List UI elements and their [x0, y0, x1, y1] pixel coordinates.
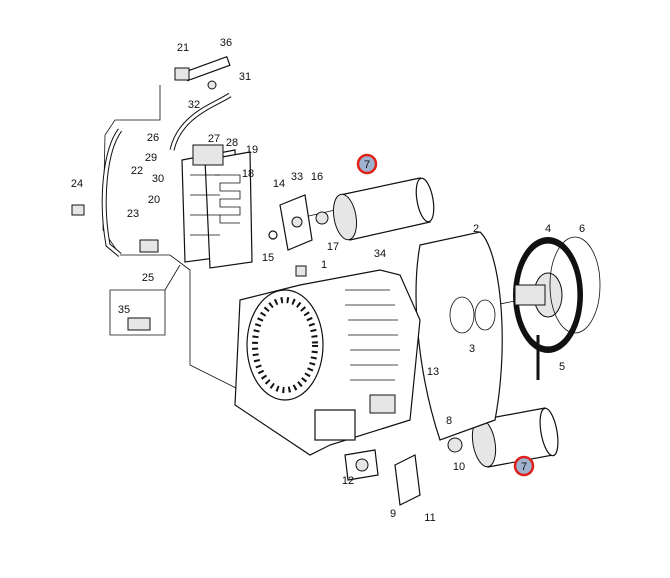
callout-34: 34 [374, 248, 386, 260]
callout-35: 35 [118, 304, 130, 316]
highlight-circle [356, 153, 378, 175]
callout-24: 24 [71, 178, 83, 190]
callout-10: 10 [453, 461, 465, 473]
callout-9: 9 [390, 508, 396, 520]
callout-27: 27 [208, 133, 220, 145]
callout-36: 36 [220, 37, 232, 49]
callout-33: 33 [291, 171, 303, 183]
callout-1: 1 [321, 259, 327, 271]
callout-28: 28 [226, 137, 238, 149]
callout-8: 8 [446, 415, 452, 427]
callout-19: 19 [246, 144, 258, 156]
callout-6: 6 [579, 223, 585, 235]
callout-17: 17 [327, 241, 339, 253]
callout-13: 13 [427, 366, 439, 378]
callout-7: 7 [364, 159, 370, 171]
callout-20: 20 [148, 194, 160, 206]
gasket [415, 231, 503, 441]
transmission-housing [127, 265, 421, 506]
callout-12: 12 [342, 475, 354, 487]
callout-14: 14 [273, 178, 285, 190]
callout-23: 23 [127, 208, 139, 220]
filter-bottom [447, 407, 559, 468]
bracket [268, 194, 329, 251]
callout-15: 15 [262, 252, 274, 264]
callout-25: 25 [142, 272, 154, 284]
callout-7: 7 [521, 461, 527, 473]
callout-32: 32 [188, 99, 200, 111]
callout-4: 4 [545, 223, 551, 235]
callout-11: 11 [424, 512, 435, 524]
callout-2: 2 [473, 223, 479, 235]
callout-21: 21 [177, 42, 189, 54]
callout-16: 16 [311, 171, 323, 183]
callout-3: 3 [469, 343, 475, 355]
callout-22: 22 [131, 165, 143, 177]
callout-26: 26 [147, 132, 159, 144]
callout-31: 31 [239, 71, 251, 83]
callout-5: 5 [559, 361, 565, 373]
callout-18: 18 [242, 168, 254, 180]
callout-29: 29 [145, 152, 157, 164]
hose-assembly [71, 55, 232, 257]
filter-top [332, 177, 435, 241]
callout-30: 30 [152, 173, 164, 185]
valve-body [181, 144, 253, 269]
highlight-circle [513, 455, 535, 477]
cover-plate [513, 236, 601, 380]
